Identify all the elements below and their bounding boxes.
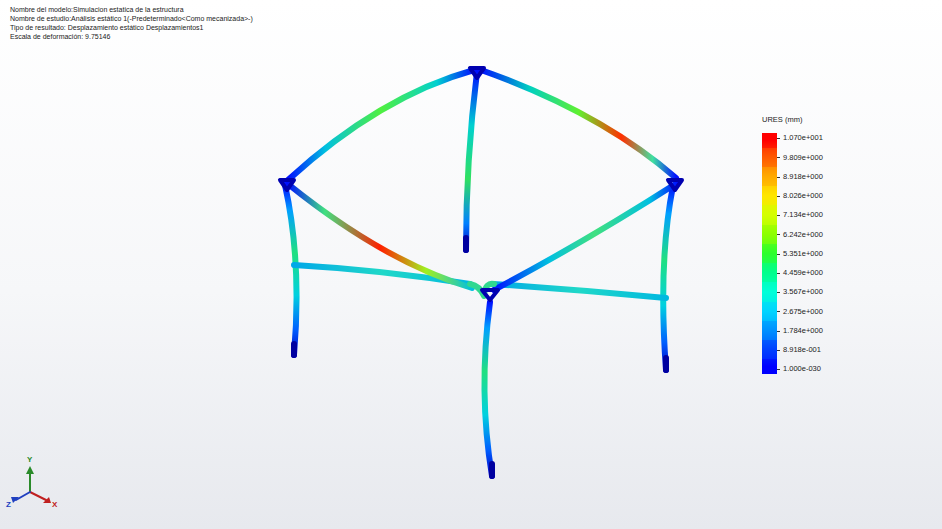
legend-value: 8.026e+000 <box>783 192 823 200</box>
legend-tick <box>777 311 780 312</box>
axis-label: X <box>52 500 57 509</box>
legend-swatch <box>762 302 777 321</box>
legend-value: 8.918e-001 <box>783 346 821 354</box>
header-line: Nombre de estudio:Análisis estático 1(-P… <box>10 15 253 22</box>
legend-value: 1.784e+000 <box>783 327 823 335</box>
axis-label: Y <box>27 455 32 464</box>
legend-tick <box>777 254 780 255</box>
legend-tick <box>777 196 780 197</box>
legend-swatch <box>762 340 777 359</box>
legend-tick <box>777 369 780 370</box>
legend-swatch <box>762 133 777 148</box>
legend-value: 1.000e-030 <box>783 365 821 373</box>
legend-tick <box>777 234 780 235</box>
legend-tick <box>777 331 780 332</box>
legend-title: URES (mm) <box>762 115 802 124</box>
legend-swatch <box>762 205 777 224</box>
legend-swatch <box>762 167 777 186</box>
legend-swatch <box>762 225 777 244</box>
legend-tick <box>777 157 780 158</box>
legend-value: 1.070e+001 <box>783 134 823 142</box>
legend-tick <box>777 177 780 178</box>
legend-swatch <box>762 321 777 340</box>
legend-value: 6.242e+000 <box>783 231 823 239</box>
header-line: Escala de deformación: 9.75146 <box>10 33 110 40</box>
legend-value: 4.459e+000 <box>783 269 823 277</box>
legend-value: 8.918e+000 <box>783 173 823 181</box>
legend-tick <box>777 292 780 293</box>
header-line: Nombre del modelo:Simulacion estatica de… <box>10 6 184 13</box>
legend-value: 3.567e+000 <box>783 288 823 296</box>
legend-swatch <box>762 282 777 301</box>
legend-value: 9.809e+000 <box>783 154 823 162</box>
legend-tick <box>777 215 780 216</box>
legend-swatch <box>762 263 777 282</box>
legend-tick <box>777 138 780 139</box>
legend-value: 2.675e+000 <box>783 308 823 316</box>
legend-swatch <box>762 244 777 263</box>
legend-value: 5.351e+000 <box>783 250 823 258</box>
legend-value: 7.134e+000 <box>783 211 823 219</box>
legend-tick <box>777 273 780 274</box>
legend-tick <box>777 350 780 351</box>
header-line: Tipo de resultado: Desplazamiento estáti… <box>10 24 204 31</box>
legend-swatch <box>762 359 777 374</box>
axis-label: Z <box>6 500 11 509</box>
legend-swatch <box>762 186 777 205</box>
legend-swatch <box>762 148 777 167</box>
